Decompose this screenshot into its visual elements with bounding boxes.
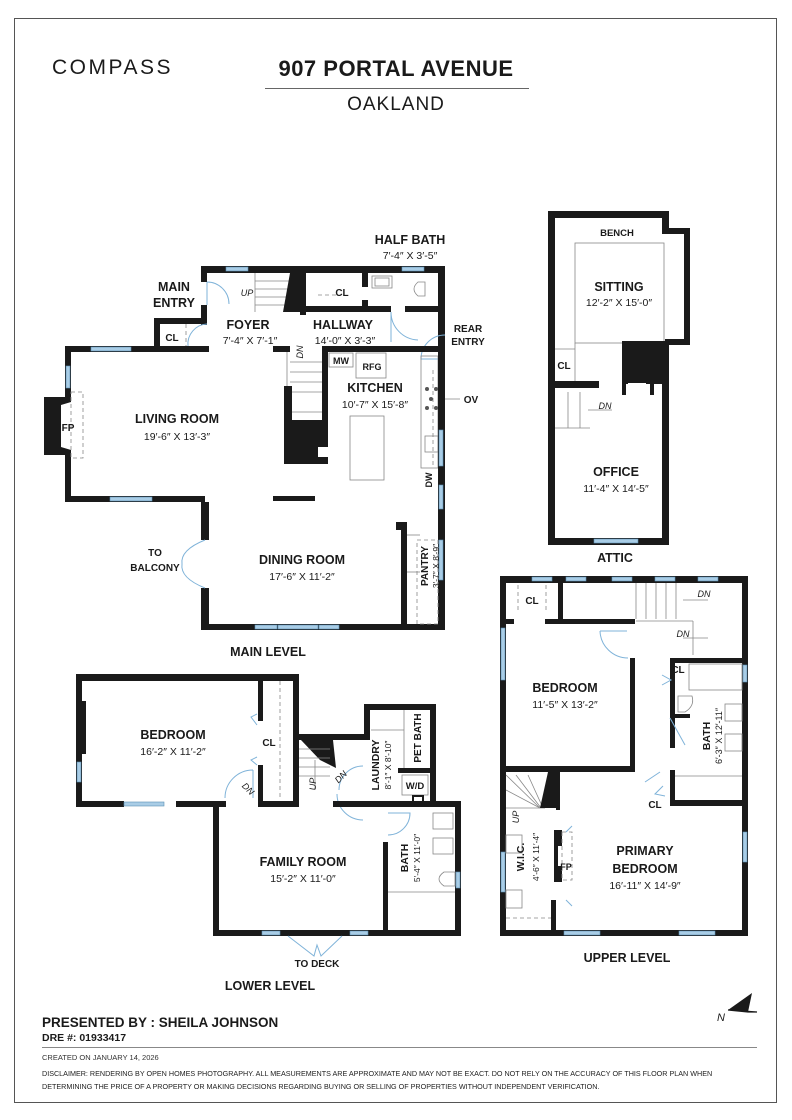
living-room-dims: 19′-6″ X 13′-3″ <box>144 431 211 443</box>
pantry-label: PANTRY <box>420 546 431 586</box>
to-deck-label: TO DECK <box>295 959 341 970</box>
upper-stair-down-2: DN <box>677 629 690 639</box>
upper-bath-dims: 6′-3″ X 12′-11″ <box>714 707 724 764</box>
dining-room-dims: 17′-6″ X 11′-2″ <box>269 571 335 583</box>
bench-label: BENCH <box>600 228 634 239</box>
half-bath-dims: 7′-4″ X 3′-5″ <box>383 250 438 262</box>
pantry-dims: 3′-7″ X 8′-9″ <box>431 544 441 588</box>
microwave-label: MW <box>333 356 349 366</box>
rear-entry-label-2: ENTRY <box>451 337 485 348</box>
lower-bedroom-label: BEDROOM <box>140 728 205 742</box>
main-entry-label-1: MAIN <box>158 280 190 294</box>
north-arrow-icon: N <box>717 993 758 1024</box>
lower-stair-up: UP <box>308 778 318 791</box>
lower-bath-label: BATH <box>399 844 411 872</box>
half-bath-label: HALF BATH <box>375 233 446 247</box>
sitting-dims: 12′-2″ X 15′-0″ <box>586 297 653 309</box>
upper-bedroom-label: BEDROOM <box>532 681 597 695</box>
upper-closet-label-1: CL <box>525 596 538 607</box>
dishwasher-label: DW <box>424 472 434 487</box>
to-balcony-label-1: TO <box>148 548 162 559</box>
family-room-dims: 15′-2″ X 11′-0″ <box>270 873 336 885</box>
office-label: OFFICE <box>593 465 639 479</box>
primary-bedroom-label-2: BEDROOM <box>612 862 677 876</box>
upper-level-title: UPPER LEVEL <box>584 951 671 965</box>
refrigerator-label: RFG <box>363 362 382 372</box>
oven-label: OV <box>464 395 479 406</box>
main-level-plan <box>44 266 460 630</box>
foyer-stair-down: DN <box>295 345 305 358</box>
property-city: OAKLAND <box>347 94 445 115</box>
foyer-dims: 7′-4″ X 7′-1″ <box>223 335 278 347</box>
north-label: N <box>717 1012 725 1024</box>
upper-closet-label-2: CL <box>671 665 684 676</box>
attic-closet-label: CL <box>557 361 570 372</box>
laundry-dims: 8′-1″ X 8′-10″ <box>383 741 393 790</box>
attic-stair-down: DN <box>599 401 612 411</box>
property-address: 907 PORTAL AVENUE <box>278 56 514 81</box>
lower-bath-dims: 5′-4″ X 11′-0″ <box>412 834 422 882</box>
wic-label: W.I.C. <box>515 843 527 872</box>
family-room-label: FAMILY ROOM <box>260 855 347 869</box>
created-date: CREATED ON JANUARY 14, 2026 <box>42 1053 159 1062</box>
wic-dims: 4′-6″ X 11′-4″ <box>531 833 541 881</box>
living-fireplace-label: FP <box>62 423 75 434</box>
title-divider <box>265 88 529 89</box>
foyer-label: FOYER <box>226 318 269 332</box>
dre-number: DRE #: 01933417 <box>42 1032 127 1044</box>
lower-bedroom-stair-down: DN <box>240 781 257 798</box>
upper-bedroom-dims: 11′-5″ X 13′-2″ <box>532 699 598 711</box>
pet-bath-label: PET BATH <box>413 713 424 762</box>
hallway-label: HALLWAY <box>313 318 374 332</box>
hallway-dims: 14′-0″ X 3′-3″ <box>315 335 376 347</box>
kitchen-dims: 10′-7″ X 15′-8″ <box>342 399 409 411</box>
lower-stair-down: DN <box>333 768 350 785</box>
lower-closet-label: CL <box>262 738 275 749</box>
attic-plan <box>548 211 690 545</box>
upper-stair-down-1: DN <box>698 589 711 599</box>
upper-fireplace-label: FP <box>560 862 572 872</box>
to-balcony-label-2: BALCONY <box>130 563 180 574</box>
upper-level-plan <box>500 576 748 936</box>
rear-entry-label-1: REAR <box>454 324 483 335</box>
office-dims: 11′-4″ X 14′-5″ <box>583 483 649 495</box>
main-entry-label-2: ENTRY <box>153 296 196 310</box>
lower-level-plan <box>76 674 461 957</box>
primary-bedroom-label-1: PRIMARY <box>616 844 674 858</box>
sitting-label: SITTING <box>594 280 643 294</box>
upper-stair-up: UP <box>511 811 521 824</box>
lower-bedroom-dims: 16′-2″ X 11′-2″ <box>140 746 206 758</box>
disclaimer: DISCLAIMER: RENDERING BY OPEN HOMES PHOT… <box>42 1069 713 1091</box>
lower-level-title: LOWER LEVEL <box>225 979 316 993</box>
attic-level-title: ATTIC <box>597 551 633 565</box>
upper-closet-label-3: CL <box>648 800 661 811</box>
living-room-label: LIVING ROOM <box>135 412 219 426</box>
kitchen-label: KITCHEN <box>347 381 403 395</box>
washer-dryer-label: W/D <box>406 781 425 792</box>
main-level-title: MAIN LEVEL <box>230 645 306 659</box>
foyer-stair-up: UP <box>241 288 254 298</box>
main-closet-label: CL <box>165 333 178 344</box>
presented-by: PRESENTED BY : SHEILA JOHNSON <box>42 1015 279 1030</box>
dining-room-label: DINING ROOM <box>259 553 345 567</box>
primary-bedroom-dims: 16′-11″ X 14′-9″ <box>609 880 681 892</box>
page-border <box>14 18 777 1103</box>
compass-logo: COMPASS <box>52 56 173 79</box>
hall-closet-label: CL <box>335 288 348 299</box>
laundry-label: LAUNDRY <box>370 740 382 791</box>
upper-bath-label: BATH <box>701 722 713 750</box>
footer-divider <box>42 1047 757 1048</box>
